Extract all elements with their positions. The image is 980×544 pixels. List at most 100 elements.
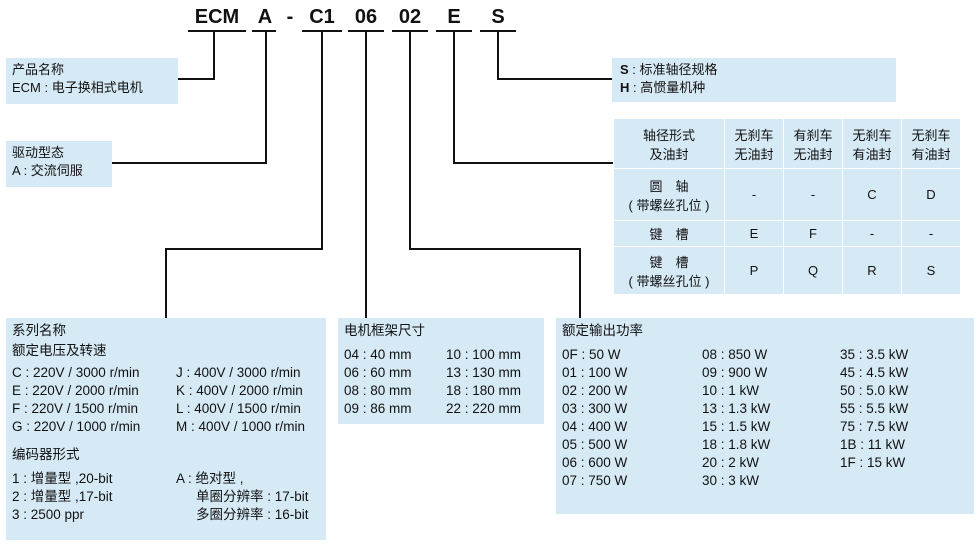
row-label-line: 键 槽: [649, 227, 689, 242]
table-cell: -: [842, 220, 902, 247]
frame-col-2: 10 : 100 mm 13 : 130 mm 18 : 180 mm 22 :…: [446, 346, 521, 418]
power-item: 05 : 500 W: [562, 437, 628, 452]
power-item: 0F : 50 W: [562, 347, 621, 362]
voltage-item: M : 400V / 1000 r/min: [176, 419, 306, 434]
encoder-item: 2 : 增量型 ,17-bit: [12, 489, 113, 504]
row-label-line: 键 槽: [649, 254, 689, 270]
header-line: 无油封: [734, 146, 774, 162]
row-label-line: 圆 轴: [649, 178, 689, 194]
encoder-item: 单圈分辨率 : 17-bit: [196, 489, 309, 504]
encoder-col-2: A : 绝对型 , 单圈分辨率 : 17-bit 多圈分辨率 : 16-bit: [176, 470, 309, 524]
encoder-item: 3 : 2500 ppr: [12, 507, 85, 522]
voltage-item: F : 220V / 1500 r/min: [12, 401, 139, 416]
table-row: 键 槽 ( 带螺丝孔位 ) P Q R S: [613, 246, 961, 295]
product-name-box: 产品名称 ECM : 电子换相式电机: [6, 58, 178, 104]
encoder-item: 多圈分辨率 : 16-bit: [196, 507, 309, 522]
frame-item: 13 : 130 mm: [446, 365, 522, 380]
code-power: 02: [398, 6, 422, 28]
drive-type-line: A : 交流伺服: [12, 163, 83, 178]
series-title: 系列名称: [12, 323, 66, 338]
table-header-cell: 有刹车 无油封: [783, 118, 843, 169]
table-cell: S: [901, 246, 961, 295]
table-header-cell: 无刹车 有油封: [842, 118, 902, 169]
power-item: 30 : 3 kW: [702, 473, 760, 488]
shaft-h-text: : 高惯量机种: [629, 80, 706, 95]
frame-size-title: 电机框架尺寸: [344, 323, 425, 338]
table-cell: C: [842, 168, 902, 221]
encoder-item: 1 : 增量型 ,20-bit: [12, 471, 113, 486]
code-shaft-spec-underline: [480, 30, 516, 32]
product-name-line: ECM : 电子换相式电机: [12, 80, 143, 95]
encoder-title: 编码器形式: [12, 447, 80, 462]
product-name-title: 产品名称: [12, 62, 65, 77]
header-line: 及油封: [649, 146, 689, 162]
power-item: 07 : 750 W: [562, 473, 628, 488]
frame-item: 18 : 180 mm: [446, 383, 522, 398]
rated-power-box: 额定输出功率 0F : 50 W 01 : 100 W 02 : 200 W 0…: [556, 318, 974, 514]
encoder-col-1: 1 : 增量型 ,20-bit 2 : 增量型 ,17-bit 3 : 2500…: [12, 470, 176, 524]
code-power-underline: [392, 30, 428, 32]
power-item: 02 : 200 W: [562, 383, 628, 398]
power-item: 20 : 2 kW: [702, 455, 760, 470]
table-cell: D: [901, 168, 961, 221]
code-series: C1: [309, 6, 335, 28]
table-cell: F: [783, 220, 843, 247]
table-header-cell: 轴径形式 及油封: [613, 118, 725, 169]
frame-item: 04 : 40 mm: [344, 347, 412, 362]
drive-type-box: 驱动型态 A : 交流伺服: [6, 141, 112, 187]
frame-item: 22 : 220 mm: [446, 401, 522, 416]
frame-item: 10 : 100 mm: [446, 347, 522, 362]
voltage-col-1: C : 220V / 3000 r/min E : 220V / 2000 r/…: [12, 364, 176, 436]
shaft-s-text: : 标准轴径规格: [628, 62, 718, 77]
code-shaft-type: E: [447, 6, 461, 28]
table-header-row: 轴径形式 及油封 无刹车 无油封 有刹车 无油封 无刹车 有油封 无刹车 有油封: [613, 118, 961, 169]
shaft-spec-box: S : 标准轴径规格 H : 高惯量机种: [612, 58, 896, 102]
power-col-3: 35 : 3.5 kW 45 : 4.5 kW 50 : 5.0 kW 55 :…: [840, 346, 908, 490]
row-label: 键 槽 ( 带螺丝孔位 ): [613, 246, 725, 295]
power-item: 01 : 100 W: [562, 365, 628, 380]
shaft-s-key: S: [620, 62, 629, 77]
power-item: 1B : 11 kW: [840, 437, 906, 452]
power-col-2: 08 : 850 W 09 : 900 W 10 : 1 kW 13 : 1.3…: [702, 346, 840, 490]
table-cell: Q: [783, 246, 843, 295]
voltage-item: K : 400V / 2000 r/min: [176, 383, 303, 398]
table-row: 圆 轴 ( 带螺丝孔位 ) - - C D: [613, 168, 961, 221]
power-item: 04 : 400 W: [562, 419, 628, 434]
table-header-cell: 无刹车 有油封: [901, 118, 961, 169]
header-line: 轴径形式: [642, 127, 695, 143]
code-shaft-type-underline: [436, 30, 472, 32]
power-item: 50 : 5.0 kW: [840, 383, 909, 398]
frame-item: 08 : 80 mm: [344, 383, 412, 398]
header-line: 无刹车: [852, 127, 892, 143]
frame-col-1: 04 : 40 mm 06 : 60 mm 08 : 80 mm 09 : 86…: [344, 346, 446, 418]
code-ecm-underline: [188, 30, 246, 32]
shaft-seal-table: 轴径形式 及油封 无刹车 无油封 有刹车 无油封 无刹车 有油封 无刹车 有油封…: [613, 118, 961, 295]
rated-power-title: 额定输出功率: [562, 323, 643, 338]
frame-item: 06 : 60 mm: [344, 365, 412, 380]
frame-item: 09 : 86 mm: [344, 401, 412, 416]
code-ecm: ECM: [194, 6, 240, 28]
header-line: 有油封: [852, 146, 892, 162]
row-label: 圆 轴 ( 带螺丝孔位 ): [613, 168, 725, 221]
voltage-item: E : 220V / 2000 r/min: [12, 383, 139, 398]
drive-type-title: 驱动型态: [12, 145, 65, 160]
code-dash: -: [286, 6, 294, 28]
voltage-item: G : 220V / 1000 r/min: [12, 419, 141, 434]
power-item: 55 : 5.5 kW: [840, 401, 909, 416]
header-line: 有油封: [911, 146, 951, 162]
power-item: 1F : 15 kW: [840, 455, 906, 470]
code-shaft-spec: S: [491, 6, 505, 28]
row-label: 键 槽: [613, 220, 725, 247]
power-item: 18 : 1.8 kW: [702, 437, 771, 452]
table-header-cell: 无刹车 无油封: [724, 118, 784, 169]
voltage-col-2: J : 400V / 3000 r/min K : 400V / 2000 r/…: [176, 364, 305, 436]
code-frame-underline: [348, 30, 384, 32]
row-label-line: ( 带螺丝孔位 ): [628, 273, 710, 289]
power-item: 08 : 850 W: [702, 347, 768, 362]
table-cell: P: [724, 246, 784, 295]
voltage-item: L : 400V / 1500 r/min: [176, 401, 301, 416]
power-item: 03 : 300 W: [562, 401, 628, 416]
code-frame: 06: [354, 6, 378, 28]
table-cell: -: [724, 168, 784, 221]
table-row: 键 槽 E F - -: [613, 220, 961, 247]
